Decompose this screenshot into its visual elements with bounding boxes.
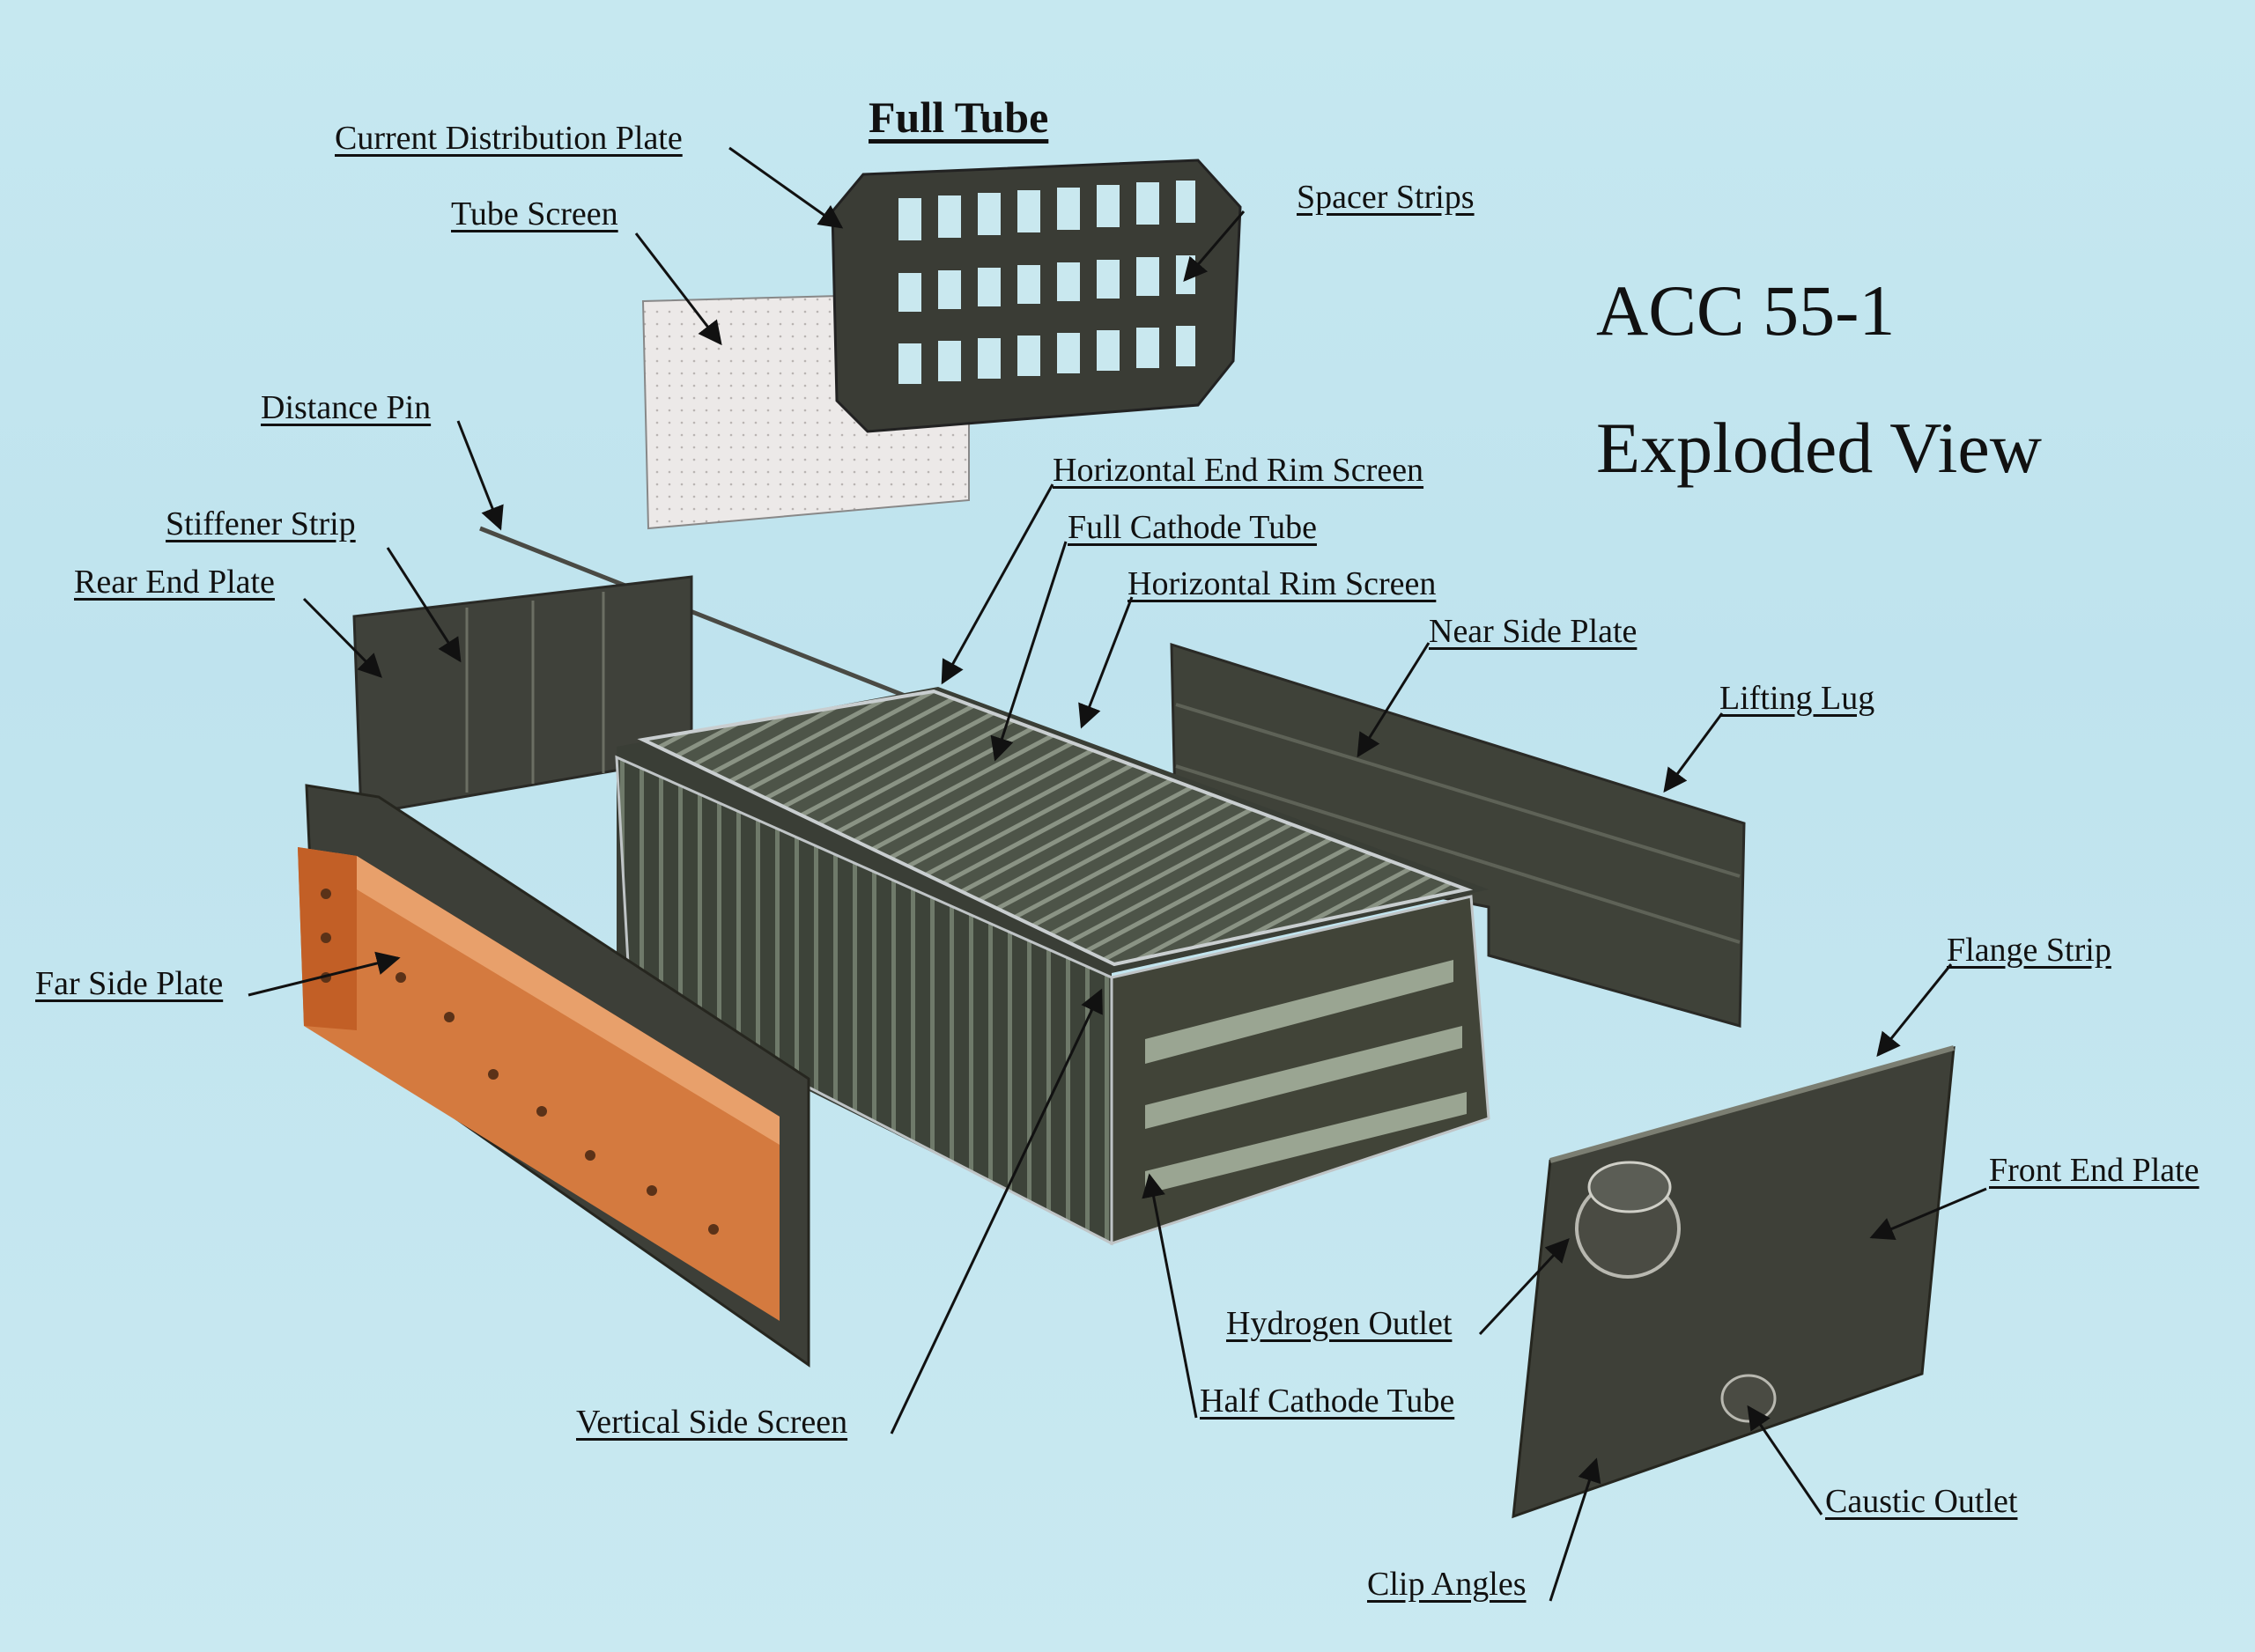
heading-line2: Exploded View [1596,408,2042,488]
label-lifting-lug: Lifting Lug [1719,680,1875,717]
label-front-end-plate: Front End Plate [1989,1152,2200,1189]
cathode-block [615,687,1490,1246]
front-end-plate [1512,1045,1956,1519]
label-stiffener-strip: Stiffener Strip [166,505,356,542]
label-flange-strip: Flange Strip [1947,932,2111,969]
label-half-cathode-tube: Half Cathode Tube [1200,1383,1455,1420]
caustic-outlet-nozzle [1720,1374,1777,1423]
label-spacer-strips: Spacer Strips [1297,179,1475,216]
label-distance-pin: Distance Pin [261,389,432,426]
label-hydrogen-outlet: Hydrogen Outlet [1226,1305,1453,1342]
label-rear-end-plate: Rear End Plate [74,564,275,601]
copper-bar [298,847,780,1321]
label-horizontal-rim-screen: Horizontal Rim Screen [1128,565,1437,602]
heading-line1: ACC 55-1 [1596,270,1896,350]
label-tube-screen: Tube Screen [451,195,618,232]
distance-pin [479,526,917,703]
hydrogen-outlet-nozzle [1575,1161,1681,1279]
label-full-cathode-tube: Full Cathode Tube [1068,509,1317,546]
label-clip-angles: Clip Angles [1367,1566,1527,1603]
diagram-title: Full Tube [869,92,1049,142]
label-horizontal-end-rim-screen: Horizontal End Rim Screen [1053,452,1424,489]
label-caustic-outlet: Caustic Outlet [1825,1483,2018,1520]
full-tube-cage [831,159,1242,433]
label-current-distribution-plate: Current Distribution Plate [335,120,683,157]
label-far-side-plate: Far Side Plate [35,965,224,1002]
label-vertical-side-screen: Vertical Side Screen [576,1404,848,1441]
label-near-side-plate: Near Side Plate [1429,613,1638,650]
